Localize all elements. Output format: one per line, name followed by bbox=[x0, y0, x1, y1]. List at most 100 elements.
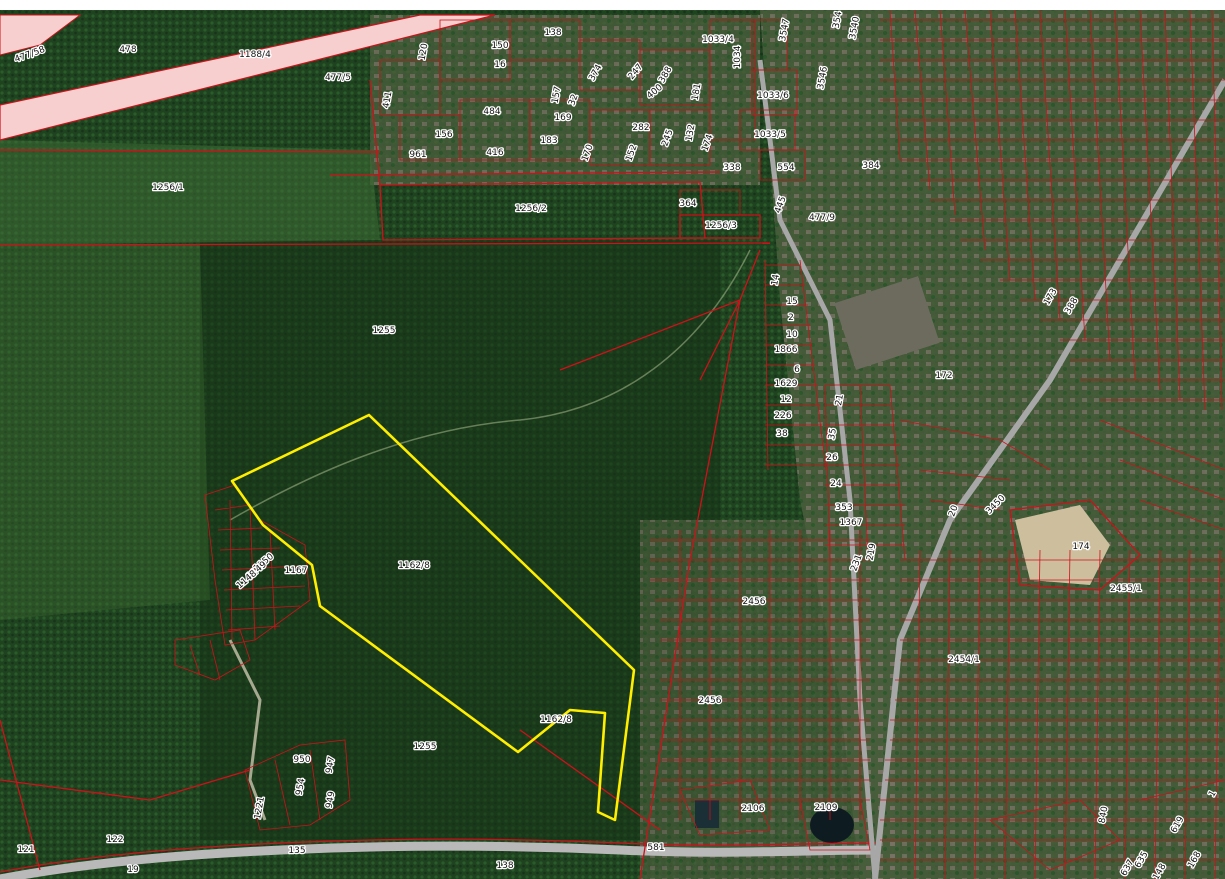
parcel-label: 20 bbox=[947, 504, 960, 518]
parcel-boundary bbox=[0, 769, 251, 801]
parcel-label: 26 bbox=[826, 453, 838, 463]
parcel-boundary bbox=[0, 242, 771, 246]
parcel-label: 947 bbox=[325, 756, 338, 775]
clearing-meadow bbox=[0, 245, 210, 620]
parcel-label: 477/5 bbox=[325, 73, 351, 83]
road-south bbox=[0, 841, 881, 879]
parcel-label: 354 bbox=[832, 10, 845, 29]
parcel-label: 138 bbox=[496, 861, 513, 871]
parcel-label: 384 bbox=[862, 161, 879, 171]
parcel-label: 950 bbox=[293, 755, 310, 765]
parcel-boundary bbox=[0, 719, 41, 871]
road-south-outline bbox=[0, 838, 881, 873]
parcel-label: 156 bbox=[435, 130, 452, 140]
parcel-label: 19 bbox=[127, 865, 139, 875]
parcel-label: 1256/2 bbox=[515, 204, 547, 214]
parcel-label: 1033/4 bbox=[702, 35, 734, 45]
parcel-label: 282 bbox=[632, 123, 649, 133]
parcel-label: 138 bbox=[544, 28, 561, 38]
parcel-label: 1367 bbox=[840, 518, 863, 528]
selected-parcel-outline[interactable] bbox=[230, 413, 636, 822]
parcel-label: 478 bbox=[119, 45, 136, 55]
parcel-label: 169 bbox=[554, 113, 571, 123]
parcel-label: 2454/1 bbox=[948, 655, 980, 665]
prison-compound bbox=[834, 276, 940, 370]
parcel-label: 477/9 bbox=[809, 213, 835, 223]
parcel-label: 1256/1 bbox=[152, 183, 184, 193]
water-reservoir bbox=[695, 800, 719, 828]
road-corridor-north-tip bbox=[0, 14, 82, 56]
dark-forest-area bbox=[200, 240, 720, 840]
parcel-label: 554 bbox=[777, 163, 794, 173]
parcel-label: 1033/6 bbox=[757, 91, 789, 101]
parcel-label: 35 bbox=[827, 427, 839, 440]
parcel-grid-northeast bbox=[880, 9, 1225, 411]
parcel-label: 150 bbox=[491, 41, 508, 51]
parcel-label: 840 bbox=[1098, 805, 1111, 824]
parcel-label: 411 bbox=[382, 91, 395, 110]
construction-site bbox=[1015, 505, 1110, 585]
parcel-label: 338 bbox=[723, 163, 740, 173]
parcel-label: 6 bbox=[794, 365, 800, 375]
parcel-label: 10 bbox=[786, 330, 798, 340]
parcel-grid-north bbox=[369, 19, 806, 216]
parcel-label: 961 bbox=[409, 150, 426, 160]
parcel-label: 157 bbox=[551, 86, 564, 105]
parcel-label: 1256/3 bbox=[705, 221, 737, 231]
parcel-label: 120 bbox=[418, 42, 431, 61]
parcel-label: 183 bbox=[540, 136, 557, 146]
parcel-boundary bbox=[329, 171, 721, 176]
parcel-label: 364 bbox=[679, 199, 696, 209]
parcel-label: 484 bbox=[483, 107, 500, 117]
parcel-label: 1167 bbox=[285, 566, 308, 576]
parcel-label: 1162/8 bbox=[398, 561, 430, 571]
parcel-grid-strip bbox=[764, 259, 906, 561]
parcel-label: 949 bbox=[325, 790, 338, 809]
parcel-label: 2455/1 bbox=[1110, 584, 1142, 594]
parcel-label: 14 bbox=[770, 273, 782, 286]
parcel-label: 416 bbox=[486, 148, 503, 158]
parcel-grid-southeast bbox=[650, 419, 1225, 879]
parcel-label: 15 bbox=[786, 297, 797, 307]
parcel-label: 38 bbox=[776, 429, 788, 439]
parcel-label: 132 bbox=[685, 124, 698, 143]
parcel-label: 135 bbox=[288, 846, 305, 856]
parcel-boundary bbox=[0, 149, 381, 153]
parcel-label: 1629 bbox=[775, 379, 798, 389]
parcel-label: 1034 bbox=[733, 45, 743, 68]
parcel-label: 353 bbox=[835, 503, 852, 513]
parcel-label: 12 bbox=[780, 395, 791, 405]
road-north-south bbox=[757, 59, 878, 879]
pond bbox=[810, 807, 854, 843]
forest-trail-south bbox=[228, 639, 267, 821]
parcel-label: 2456 bbox=[699, 696, 722, 706]
parcel-label: 1033/5 bbox=[754, 130, 786, 140]
parcel-label: 2456 bbox=[743, 597, 766, 607]
parcel-boundary bbox=[519, 729, 661, 831]
parcel-label: 24 bbox=[830, 479, 842, 489]
parcel-label: 122 bbox=[106, 835, 123, 845]
parcel-label: 2109 bbox=[815, 803, 838, 813]
parcel-label: 219 bbox=[866, 542, 879, 561]
forest-trail bbox=[229, 249, 751, 521]
parcel-label: 1188/4 bbox=[239, 50, 271, 60]
parcel-label: 21 bbox=[834, 393, 846, 406]
parcel-boundary bbox=[559, 299, 741, 371]
road-corridor-north bbox=[0, 14, 496, 141]
parcel-label: 16 bbox=[494, 60, 506, 70]
parcel-label: 954 bbox=[295, 777, 308, 796]
parcel-label: 226 bbox=[774, 411, 791, 421]
parcel-label: 2106 bbox=[742, 804, 765, 814]
parcel-label: 174 bbox=[1072, 542, 1089, 552]
map-top-border bbox=[0, 0, 1225, 10]
parcel-label: 2 bbox=[788, 313, 794, 323]
parcel-label: 121 bbox=[17, 845, 34, 855]
clearing-north bbox=[0, 140, 380, 245]
parcel-label: 581 bbox=[647, 843, 664, 853]
parcel-label: 1255 bbox=[373, 326, 396, 336]
parcel-label: 172 bbox=[935, 371, 952, 381]
parcel-label: 181 bbox=[691, 83, 704, 102]
parcel-label: 1162/8 bbox=[540, 715, 572, 725]
